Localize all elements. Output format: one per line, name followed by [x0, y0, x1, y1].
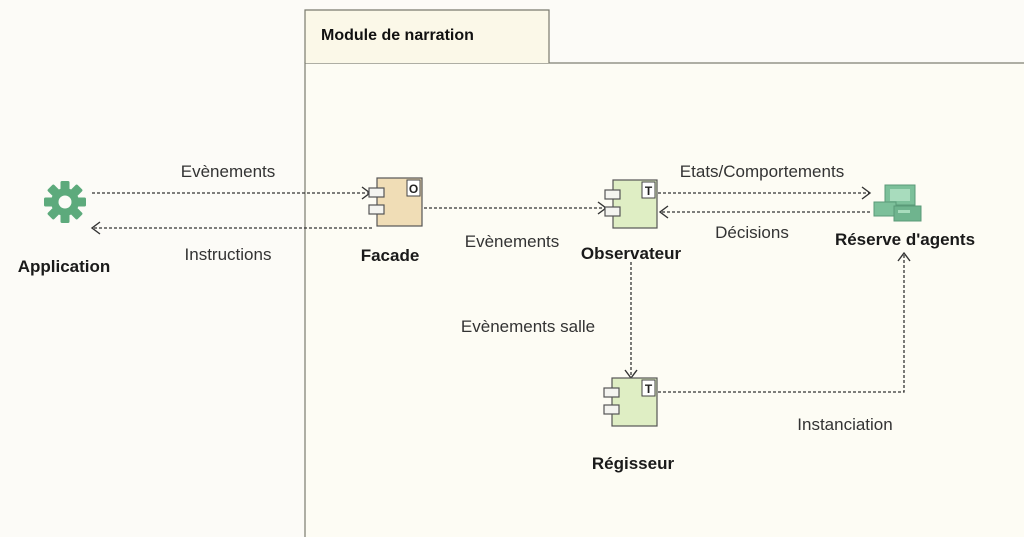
edge-label-reserve-to-observateur: Décisions: [715, 223, 789, 242]
component-icon: O: [368, 177, 423, 227]
arrowhead: [861, 186, 872, 200]
stereotype-label: O: [409, 182, 418, 196]
edge-label-app-to-facade: Evènements: [181, 162, 276, 181]
edge-observateur-to-reserve: Etats/Comportements: [658, 162, 872, 200]
edge-label-facade-to-observateur: Evènements: [465, 232, 560, 251]
node-label: Régisseur: [592, 454, 675, 473]
stereotype-badge: [406, 179, 421, 197]
node-label: Application: [18, 257, 111, 276]
package-title: Module de narration: [321, 27, 474, 44]
node-regisseur[interactable]: T Régisseur: [592, 377, 675, 473]
edge-label-observateur-to-regisseur: Evènements salle: [461, 317, 595, 336]
stereotype-label: T: [645, 382, 653, 396]
node-label: Facade: [361, 246, 420, 265]
arrowhead: [658, 205, 669, 219]
edge-regisseur-to-reserve: Instanciation: [658, 251, 911, 434]
arrowhead: [897, 251, 911, 262]
edge-reserve-to-observateur: Décisions: [658, 205, 870, 242]
stereotype-badge: [641, 379, 656, 397]
edge-facade-to-observateur: Evènements: [424, 201, 608, 251]
stereotype-badge: [641, 181, 656, 199]
node-facade[interactable]: O Facade: [361, 177, 423, 265]
node-reserve-agents[interactable]: Réserve d'agents: [835, 184, 975, 249]
edge-label-observateur-to-reserve: Etats/Comportements: [680, 162, 844, 181]
edge-label-regisseur-to-reserve: Instanciation: [797, 415, 892, 434]
node-application[interactable]: Application: [18, 181, 111, 276]
stereotype-label: T: [645, 184, 653, 198]
component-icon: T: [603, 377, 658, 427]
node-label: Observateur: [581, 244, 682, 263]
node-observateur[interactable]: T Observateur: [581, 179, 682, 263]
edge-line: [658, 253, 905, 393]
node-label: Réserve d'agents: [835, 230, 975, 249]
computer-icon: [873, 184, 922, 222]
arrowhead: [90, 221, 101, 235]
edge-facade-to-app: Instructions: [90, 221, 372, 264]
package-tab: [304, 9, 550, 63]
component-icon: T: [604, 179, 658, 229]
edge-label-facade-to-app: Instructions: [185, 245, 272, 264]
gear-icon: [44, 181, 86, 223]
